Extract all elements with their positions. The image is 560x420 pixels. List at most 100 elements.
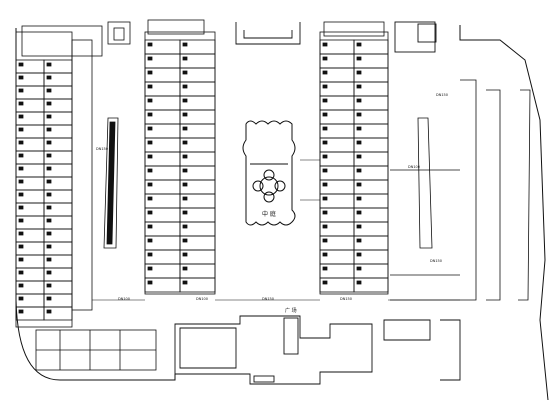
fixture-mark (18, 231, 24, 236)
unit-cell (353, 137, 389, 153)
fixture-mark (182, 154, 188, 159)
fixture-mark (46, 270, 52, 275)
fixture-mark (322, 56, 328, 61)
unit-cell (353, 53, 389, 69)
fixture-mark (182, 56, 188, 61)
unit-cell (43, 267, 73, 282)
fixture-mark (322, 280, 328, 285)
fixture-mark (182, 224, 188, 229)
unit-cell (43, 59, 73, 74)
fixture-mark (18, 270, 24, 275)
unit-cell (179, 207, 216, 223)
unit-cell (179, 235, 216, 251)
unit-cell (144, 109, 181, 125)
unit-cell (15, 85, 45, 100)
fixture-mark (46, 127, 52, 132)
unit-cell (144, 193, 181, 209)
unit-cell (43, 72, 73, 87)
unit-cell (15, 241, 45, 256)
fixture-mark (356, 112, 362, 117)
unit-cell (144, 95, 181, 111)
unit-cell (319, 109, 355, 125)
unit-cell (43, 176, 73, 191)
unit-cell (353, 109, 389, 125)
fixture-mark (356, 84, 362, 89)
unit-cell (144, 179, 181, 195)
unit-cell (15, 137, 45, 152)
unit-cell (319, 67, 355, 83)
unit-cell (353, 165, 389, 181)
fixture-mark (46, 153, 52, 158)
fixture-mark (322, 70, 328, 75)
unit-cell (15, 124, 45, 139)
fixture-mark (356, 154, 362, 159)
unit-cell (319, 165, 355, 181)
unit-cell (319, 179, 355, 195)
unit-cell (179, 263, 216, 279)
fixture-mark (46, 140, 52, 145)
site-boundary (15, 25, 549, 401)
fixture-mark (356, 280, 362, 285)
fixture-mark (356, 56, 362, 61)
unit-cell (15, 111, 45, 126)
unit-cell (179, 81, 216, 97)
fixture-mark (18, 309, 24, 314)
unit-cell (179, 249, 216, 265)
unit-cell (179, 277, 216, 293)
fixture-mark (356, 42, 362, 47)
unit-cell (15, 228, 45, 243)
unit-cell (319, 151, 355, 167)
fixture-mark (322, 140, 328, 145)
unit-cell (43, 85, 73, 100)
fixture-mark (46, 296, 52, 301)
unit-cell (179, 179, 216, 195)
unit-cell (15, 254, 45, 269)
fixture-mark (18, 179, 24, 184)
unit-cell (43, 150, 73, 165)
fixture-mark (46, 114, 52, 119)
fixture-mark (147, 98, 153, 103)
fixture-mark (18, 88, 24, 93)
fixture-mark (18, 140, 24, 145)
pipe-callout-label: DN150 (430, 259, 442, 263)
fixture-mark (182, 280, 188, 285)
unit-cell (15, 98, 45, 113)
unit-cell (144, 249, 181, 265)
fixture-mark (147, 70, 153, 75)
fixture-mark (182, 42, 188, 47)
unit-cell (353, 263, 389, 279)
pipe-callout-label: DN100 (196, 297, 208, 301)
fixture-mark (356, 224, 362, 229)
unit-cell (179, 221, 216, 237)
fixture-mark (46, 179, 52, 184)
unit-cell (43, 163, 73, 178)
unit-cell (15, 163, 45, 178)
fixture-mark (356, 210, 362, 215)
unit-cell (43, 111, 73, 126)
unit-cell (353, 179, 389, 195)
unit-cell (319, 235, 355, 251)
fixture-mark (18, 127, 24, 132)
fixture-mark (322, 266, 328, 271)
unit-cell (353, 95, 389, 111)
pipe-callout-label: DN150 (96, 147, 108, 151)
fixture-mark (46, 192, 52, 197)
fixture-mark (322, 168, 328, 173)
unit-cell (15, 293, 45, 308)
unit-cell (15, 306, 45, 321)
unit-cell (319, 123, 355, 139)
fixture-mark (322, 252, 328, 257)
unit-cell (179, 95, 216, 111)
unit-cell (353, 123, 389, 139)
unit-cell (353, 277, 389, 293)
fixture-mark (147, 252, 153, 257)
central-courtyard (242, 120, 296, 226)
fixture-mark (46, 166, 52, 171)
unit-cell (319, 221, 355, 237)
unit-cell (43, 241, 73, 256)
fixture-mark (147, 42, 153, 47)
fixture-mark (18, 283, 24, 288)
west-strip (103, 117, 119, 249)
unit-cell (43, 293, 73, 308)
